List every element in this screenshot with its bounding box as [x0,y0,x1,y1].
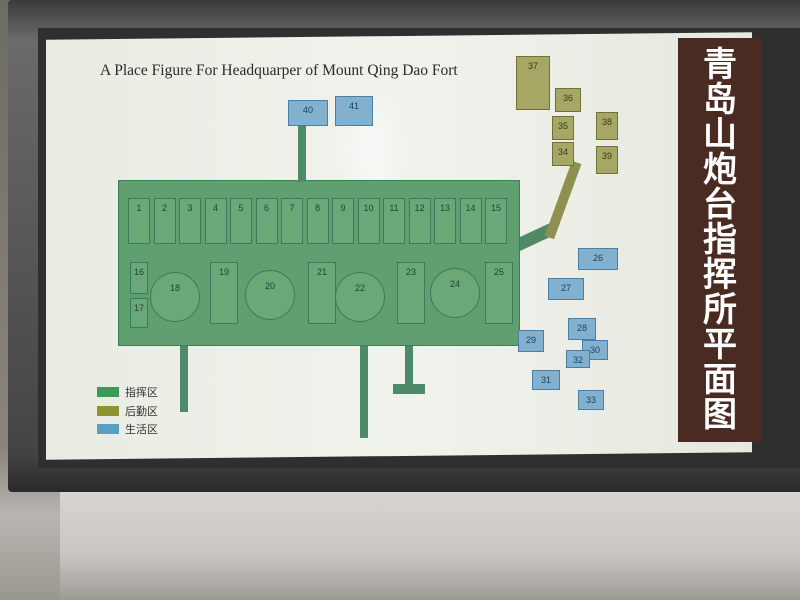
room: 40 [288,100,328,126]
corridor [405,346,413,386]
room: 37 [516,56,550,110]
legend-swatch [97,424,119,434]
room: 28 [568,318,596,340]
room: 25 [485,262,513,324]
room: 13 [434,198,456,244]
room: 15 [485,198,507,244]
room: 4 [204,198,227,244]
room: 32 [566,350,590,368]
corridor [360,346,368,438]
room: 8 [306,198,329,244]
room: 2 [153,198,176,244]
room: 18 [150,272,200,322]
corridor [298,120,306,182]
room: 38 [596,112,618,140]
room: 17 [130,298,148,328]
room: 41 [335,96,373,126]
corridor [393,384,425,394]
room: 1 [128,198,150,244]
room: 9 [332,198,354,244]
corridor [180,346,188,412]
room: 31 [532,370,560,390]
room: 12 [408,198,431,244]
legend-swatch [97,387,119,397]
room: 10 [357,198,380,244]
room: 16 [130,262,148,294]
room: 29 [518,330,544,352]
legend-swatch [97,406,119,416]
room: 6 [255,198,278,244]
room: 14 [459,198,482,244]
room: 11 [383,198,405,244]
chinese-title-banner: 青 岛 山 炮 台 指 挥 所 平 面 图 [678,38,762,442]
room: 27 [548,278,584,300]
room: 22 [335,272,385,322]
legend-item-logistics: 后勤区 [97,403,158,419]
room: 33 [578,390,604,410]
room: 20 [245,270,295,320]
room: 24 [430,268,480,318]
room: 36 [555,88,581,112]
room: 21 [308,262,336,324]
room: 23 [397,262,425,324]
legend-item-living: 生活区 [97,421,158,437]
lower-wall [60,488,800,600]
room: 7 [281,198,303,244]
room: 35 [552,116,574,140]
room: 26 [578,248,618,270]
room: 19 [210,262,238,324]
room: 34 [552,142,574,166]
legend-item-command: 指挥区 [97,384,158,400]
sign-title: A Place Figure For Headquarper of Mount … [100,62,458,79]
room: 39 [596,146,618,174]
room: 5 [230,198,252,244]
room: 3 [179,198,201,244]
